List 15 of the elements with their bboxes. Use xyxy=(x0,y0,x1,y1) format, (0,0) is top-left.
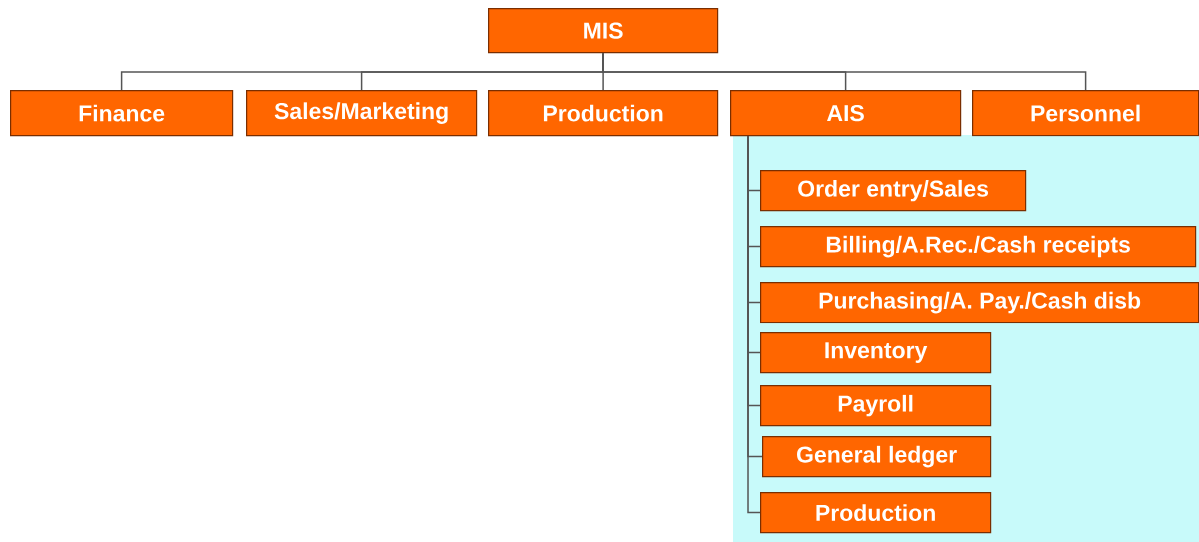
sub-item-box: Payroll xyxy=(760,385,992,427)
category-box: Production xyxy=(488,90,719,137)
sub-item-box: Order entry/Sales xyxy=(760,170,1027,212)
category-box: AIS xyxy=(730,90,962,137)
sub-item-box: Production xyxy=(760,492,992,534)
category-box: Finance xyxy=(10,90,234,137)
sub-item-box: Billing/A.Rec./Cash receipts xyxy=(760,226,1197,268)
connector-line xyxy=(602,52,1087,91)
sub-item-box: Inventory xyxy=(760,332,992,374)
sub-item-box: Purchasing/A. Pay./Cash disb xyxy=(760,282,1199,324)
category-box: Personnel xyxy=(972,90,1199,137)
connector-line xyxy=(747,135,761,514)
category-box: Sales/Marketing xyxy=(246,90,478,137)
root-box: MIS xyxy=(488,8,719,54)
sub-item-box: General ledger xyxy=(762,436,992,478)
